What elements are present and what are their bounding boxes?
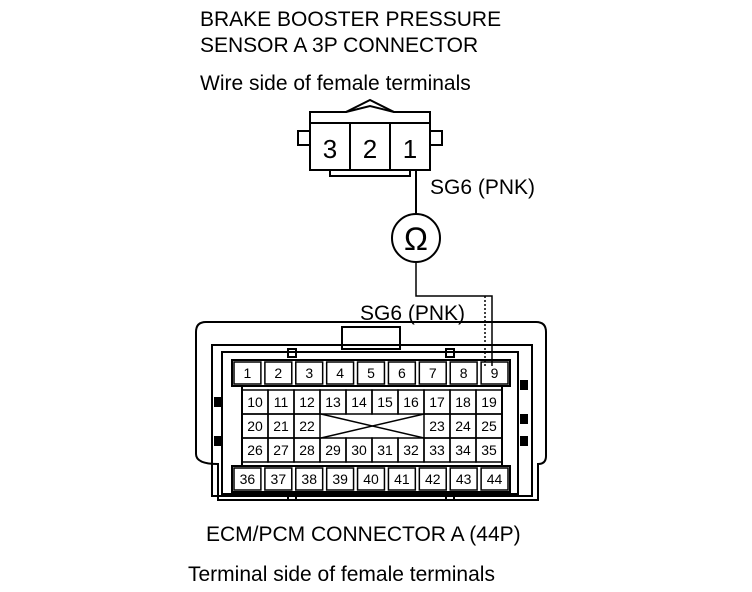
terminal-pin-20: 20: [247, 418, 263, 434]
terminal-pin-41: 41: [394, 471, 410, 487]
terminal-pin-36: 36: [240, 471, 256, 487]
ecm-terminal-cells: [233, 361, 509, 491]
terminal-cell-7: [418, 361, 447, 385]
terminal-pin-15: 15: [377, 394, 393, 410]
terminal-pin-24: 24: [455, 418, 471, 434]
terminal-pin-22: 22: [299, 418, 315, 434]
ecm-title: ECM/PCM CONNECTOR A (44P): [206, 523, 521, 546]
terminal-cell-38: [295, 467, 324, 491]
terminal-pin-9: 9: [491, 365, 499, 381]
terminal-cell-4: [325, 361, 355, 385]
terminal-cell-39: [325, 467, 355, 491]
sensor-connector-3p: [297, 98, 443, 177]
terminal-cell-43: [449, 467, 478, 491]
terminal-pin-35: 35: [481, 442, 497, 458]
terminal-pin-28: 28: [299, 442, 315, 458]
terminal-pin-23: 23: [429, 418, 445, 434]
terminal-cell-44: [480, 467, 509, 491]
terminal-pin-11: 11: [274, 394, 289, 410]
sensor-title-line2: SENSOR A 3P CONNECTOR: [200, 34, 478, 57]
sensor-title-line1: BRAKE BOOSTER PRESSURE: [200, 8, 501, 31]
terminal-cell-36: [233, 467, 262, 491]
ecm-blank-cross: [320, 413, 425, 439]
terminal-pin-34: 34: [455, 442, 471, 458]
terminal-pin-4: 4: [336, 365, 344, 381]
sensor-pin-2: 2: [363, 134, 377, 164]
ecm-connector-housing: [195, 321, 547, 501]
terminal-pin-6: 6: [398, 365, 406, 381]
terminal-cell-22: [293, 413, 321, 439]
terminal-cell-6: [387, 361, 417, 385]
wire-upper-label: SG6 (PNK): [430, 176, 535, 199]
terminal-pin-30: 30: [351, 442, 367, 458]
terminal-pin-44: 44: [487, 471, 503, 487]
terminal-pin-17: 17: [429, 394, 445, 410]
terminal-cell-40: [356, 467, 386, 491]
terminal-pin-18: 18: [455, 394, 471, 410]
terminal-cell-1: [233, 361, 262, 385]
terminal-pin-7: 7: [429, 365, 437, 381]
wire-sg6-lower: [415, 262, 493, 366]
terminal-pin-40: 40: [363, 471, 379, 487]
terminal-cell-5: [356, 361, 386, 385]
terminal-pin-32: 32: [403, 442, 419, 458]
terminal-pin-26: 26: [247, 442, 263, 458]
terminal-pin-43: 43: [456, 471, 472, 487]
sensor-pin-1: 1: [403, 134, 417, 164]
terminal-pin-16: 16: [403, 394, 419, 410]
terminal-pin-29: 29: [325, 442, 341, 458]
terminal-pin-13: 13: [325, 394, 341, 410]
terminal-pin-8: 8: [460, 365, 468, 381]
terminal-pin-1: 1: [244, 365, 252, 381]
ecm-locking-tabs: [214, 380, 528, 446]
terminal-pin-33: 33: [429, 442, 445, 458]
terminal-pin-21: 21: [273, 418, 289, 434]
terminal-pin-5: 5: [367, 365, 375, 381]
terminal-pin-3: 3: [305, 365, 313, 381]
terminal-cell-8: [449, 361, 478, 385]
terminal-cell-25: [475, 413, 503, 439]
terminal-pin-25: 25: [481, 418, 497, 434]
terminal-pin-27: 27: [273, 442, 289, 458]
terminal-pin-31: 31: [377, 442, 393, 458]
terminal-cell-42: [418, 467, 447, 491]
terminal-pin-14: 14: [351, 394, 367, 410]
terminal-pin-37: 37: [271, 471, 287, 487]
terminal-pin-38: 38: [301, 471, 317, 487]
wire-lower-label: SG6 (PNK): [360, 302, 465, 325]
ohm-icon: Ω: [404, 221, 428, 257]
terminal-pin-10: 10: [247, 394, 263, 410]
terminal-cell-41: [387, 467, 417, 491]
ecm-view-label: Terminal side of female terminals: [188, 563, 495, 586]
terminal-pin-19: 19: [481, 394, 497, 410]
terminal-cell-3: [295, 361, 324, 385]
sensor-pin-3: 3: [323, 134, 337, 164]
sensor-view-label: Wire side of female terminals: [200, 72, 471, 95]
terminal-pin-12: 12: [299, 394, 315, 410]
terminal-pin-2: 2: [274, 365, 282, 381]
terminal-pin-39: 39: [332, 471, 348, 487]
terminal-cell-2: [264, 361, 293, 385]
terminal-cell-9: [480, 361, 509, 385]
terminal-pin-42: 42: [425, 471, 441, 487]
terminal-cell-37: [264, 467, 293, 491]
